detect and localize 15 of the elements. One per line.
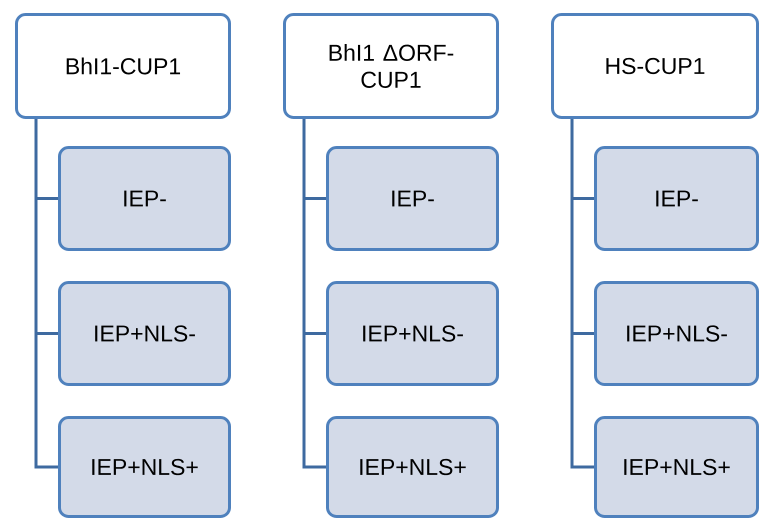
item-box: IEP+NLS+ (58, 416, 231, 518)
connector-line (34, 119, 58, 468)
connector-line (302, 119, 326, 468)
item-box: IEP+NLS+ (326, 416, 499, 518)
item-box: IEP- (594, 146, 759, 251)
connector-line (570, 119, 594, 468)
item-box: IEP+NLS- (594, 281, 759, 386)
header-box: HS-CUP1 (551, 13, 759, 119)
item-box: IEP+NLS- (326, 281, 499, 386)
item-box: IEP- (326, 146, 499, 251)
header-box: BhI1 ΔORF-CUP1 (283, 13, 499, 119)
item-box: IEP- (58, 146, 231, 251)
item-box: IEP+NLS- (58, 281, 231, 386)
item-box: IEP+NLS+ (594, 416, 759, 518)
header-box: BhI1-CUP1 (15, 13, 231, 119)
